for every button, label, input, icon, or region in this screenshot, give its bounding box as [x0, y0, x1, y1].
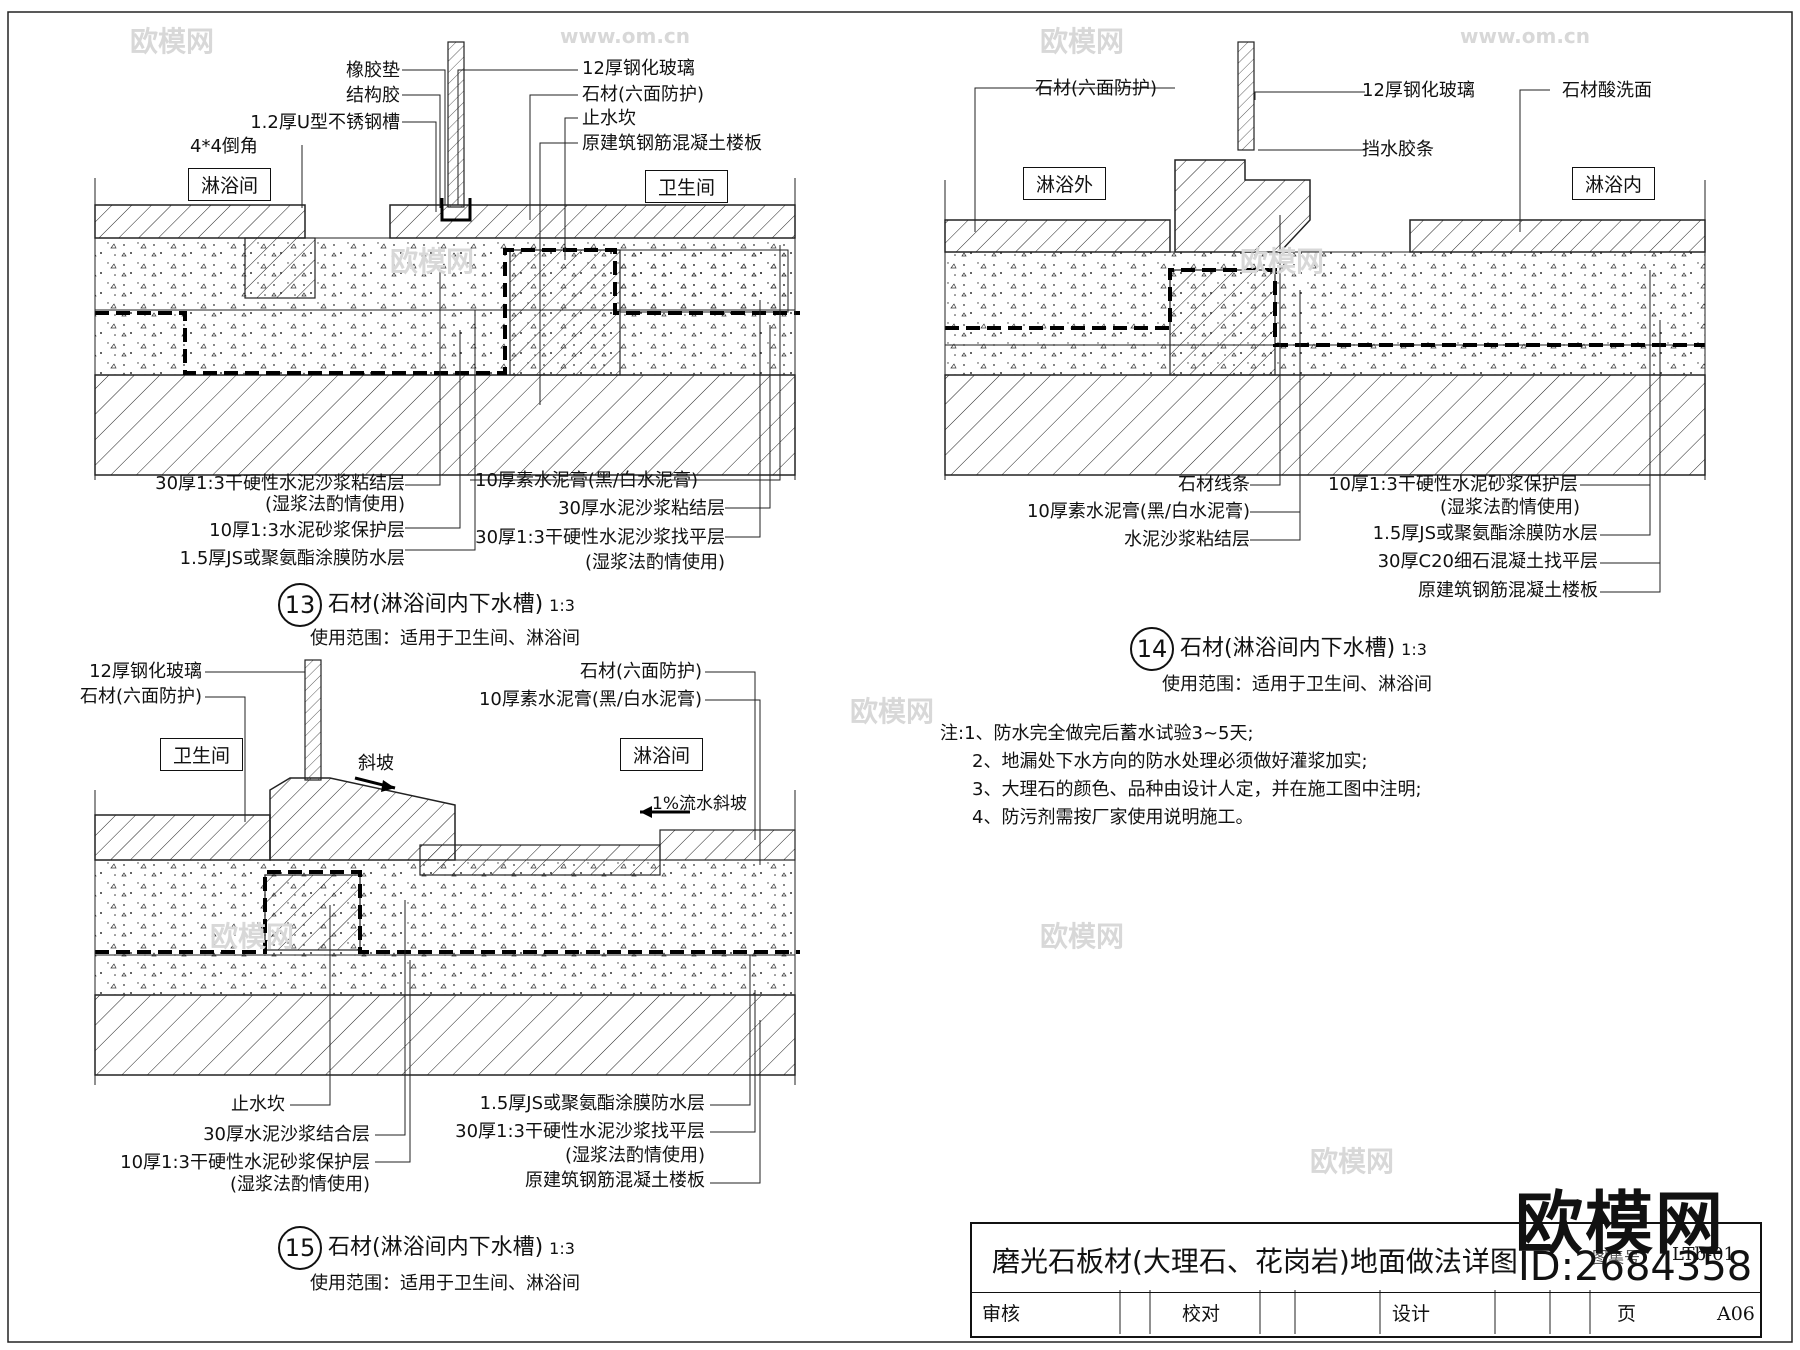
detail-title: 石材(淋浴间内下水槽)	[328, 1235, 544, 1260]
label-wet-method: (湿浆法酌情使用)	[1440, 497, 1581, 518]
watermark-brand: 欧模网	[1310, 1145, 1395, 1178]
note-line: 2、地漏处下水方向的防水处理必须做好灌浆加实;	[972, 751, 1368, 772]
detail-scale: 1:3	[549, 1239, 575, 1258]
detail-13-scope: 使用范围：适用于卫生间、淋浴间	[310, 628, 580, 649]
title-block: 磨光石板材(大理石、花岗岩)地面做法详图 图集号 LTb-01 审核 校对 设计…	[970, 1222, 1762, 1338]
label-protect-layer: 10厚1:3干硬性水泥砂浆保护层	[1328, 474, 1578, 495]
room-label-shower: 淋浴间	[620, 738, 704, 771]
detail-14-section	[944, 41, 1706, 480]
page-label: 页	[1617, 1303, 1637, 1325]
design-label: 设计	[1392, 1303, 1431, 1325]
label-mortar-bond: 30厚水泥沙浆结合层	[203, 1124, 370, 1145]
detail-scale: 1:3	[549, 596, 575, 615]
watermark-brand: 欧模网	[210, 920, 295, 953]
title-block-grid	[1119, 1290, 1591, 1334]
label-leveling: 30厚1:3干硬性水泥沙浆找平层	[455, 1121, 705, 1142]
label-tempered-glass: 12厚钢化玻璃	[1362, 80, 1475, 101]
label-wet-method: (湿浆法酌情使用)	[564, 1145, 705, 1166]
check-label: 校对	[1182, 1303, 1221, 1325]
label-protect-layer: 10厚1:3水泥砂浆保护层	[209, 520, 405, 541]
detail-number: 14	[1130, 627, 1174, 671]
label-waterproof: 1.5厚JS或聚氨酯涂膜防水层	[1372, 523, 1598, 544]
label-cement-paste: 10厚素水泥膏(黑/白水泥膏)	[478, 689, 702, 710]
detail-title: 石材(淋浴间内下水槽)	[1180, 636, 1396, 661]
sheet-border	[7, 11, 1793, 1343]
label-wet-method: (湿浆法酌情使用)	[584, 552, 725, 573]
room-label-outside-shower: 淋浴外	[1023, 167, 1107, 200]
label-protect-layer: 10厚1:3干硬性水泥砂浆保护层	[120, 1152, 370, 1173]
detail-14-scope: 使用范围：适用于卫生间、淋浴间	[1162, 674, 1432, 695]
label-cement-paste: 10厚素水泥膏(黑/白水泥膏)	[475, 470, 699, 491]
watermark-id: ID:2684358	[1518, 1244, 1753, 1290]
room-label-shower: 淋浴间	[188, 168, 272, 201]
page-number: A06	[1717, 1303, 1755, 1325]
label-stone-trim: 石材线条	[1178, 474, 1250, 495]
note-line: 注:1、防水完全做完后蓄水试验3~5天;	[940, 723, 1254, 744]
label-stone: 石材(六面防护)	[1035, 78, 1158, 99]
notes: 注:1、防水完全做完后蓄水试验3~5天; 2、地漏处下水方向的防水处理必须做好灌…	[940, 720, 1422, 832]
room-label-bathroom: 卫生间	[645, 170, 729, 203]
label-slope: 斜坡	[358, 753, 394, 774]
watermark-url: www.om.cn	[560, 24, 691, 48]
label-leveling: 30厚1:3干硬性水泥沙浆找平层	[475, 527, 725, 548]
detail-scale: 1:3	[1401, 640, 1427, 659]
detail-15-section	[94, 659, 800, 1085]
detail-15-scope: 使用范围：适用于卫生间、淋浴间	[310, 1273, 580, 1294]
drawing-title: 磨光石板材(大理石、花岗岩)地面做法详图	[992, 1245, 1518, 1278]
label-stone: 石材(六面防护)	[79, 686, 202, 707]
label-slab: 原建筑钢筋混凝土楼板	[1418, 580, 1598, 601]
atlas-number: LTb-01	[1672, 1244, 1735, 1265]
watermark-brand: 欧模网	[1240, 245, 1325, 278]
room-label-inside-shower: 淋浴内	[1572, 167, 1656, 200]
label-chamfer: 4*4倒角	[190, 136, 258, 157]
label-mortar-bond: 水泥沙浆粘结层	[1124, 529, 1250, 550]
note-line: 3、大理石的颜色、品种由设计人定，并在施工图中注明;	[972, 779, 1422, 800]
atlas-number-label: 图集号	[1592, 1248, 1641, 1267]
label-rubber-pad: 橡胶垫	[346, 60, 400, 81]
room-label-bathroom: 卫生间	[160, 738, 244, 771]
label-slab: 原建筑钢筋混凝土楼板	[582, 133, 762, 154]
title-block-header: 磨光石板材(大理石、花岗岩)地面做法详图 图集号 LTb-01	[972, 1224, 1760, 1293]
detail-title: 石材(淋浴间内下水槽)	[328, 592, 544, 617]
label-bonding-layer: 30厚1:3干硬性水泥沙浆粘结层	[155, 473, 405, 494]
detail-13-section	[94, 41, 800, 480]
label-stone: 石材(六面防护)	[579, 661, 702, 682]
detail-14-leaders	[974, 87, 1661, 593]
watermark-brand: 欧模网	[130, 25, 215, 58]
label-tempered-glass: 12厚钢化玻璃	[582, 58, 695, 79]
detail-number: 15	[278, 1226, 322, 1270]
label-waterproof: 1.5厚JS或聚氨酯涂膜防水层	[479, 1093, 705, 1114]
label-fine-concrete: 30厚C20细石混凝土找平层	[1377, 551, 1598, 572]
review-label: 审核	[982, 1303, 1021, 1325]
watermark-brand: 欧模网	[850, 695, 935, 728]
label-wet-method: (湿浆法酌情使用)	[229, 1174, 370, 1195]
watermark-url: www.om.cn	[1460, 24, 1591, 48]
label-steel-channel: 1.2厚U型不锈钢槽	[250, 112, 400, 133]
label-tempered-glass: 12厚钢化玻璃	[89, 661, 202, 682]
label-waterproof: 1.5厚JS或聚氨酯涂膜防水层	[179, 548, 405, 569]
label-stone: 石材(六面防护)	[582, 84, 705, 105]
label-water-strip: 挡水胶条	[1362, 139, 1434, 160]
note-line: 4、防污剂需按厂家使用说明施工。	[972, 807, 1254, 828]
label-acid-washed: 石材酸洗面	[1562, 80, 1652, 101]
label-water-stop: 止水坎	[231, 1094, 285, 1115]
label-cement-paste: 10厚素水泥膏(黑/白水泥膏)	[1026, 501, 1250, 522]
watermark-brand: 欧模网	[390, 245, 475, 278]
watermark-brand: 欧模网	[1040, 25, 1125, 58]
label-structural-glue: 结构胶	[346, 85, 400, 106]
label-slab: 原建筑钢筋混凝土楼板	[525, 1170, 705, 1191]
label-flow-slope: 1%流水斜坡	[652, 794, 747, 814]
watermark-logo: 欧模网	[1515, 1185, 1726, 1264]
label-wet-method: (湿浆法酌情使用)	[264, 494, 405, 515]
watermark-brand: 欧模网	[1040, 920, 1125, 953]
label-mortar-bond: 30厚水泥沙浆粘结层	[558, 498, 725, 519]
detail-number: 13	[278, 583, 322, 627]
detail-13-leaders	[301, 69, 781, 551]
label-water-stop: 止水坎	[582, 108, 636, 129]
detail-15-leaders	[205, 671, 761, 1184]
